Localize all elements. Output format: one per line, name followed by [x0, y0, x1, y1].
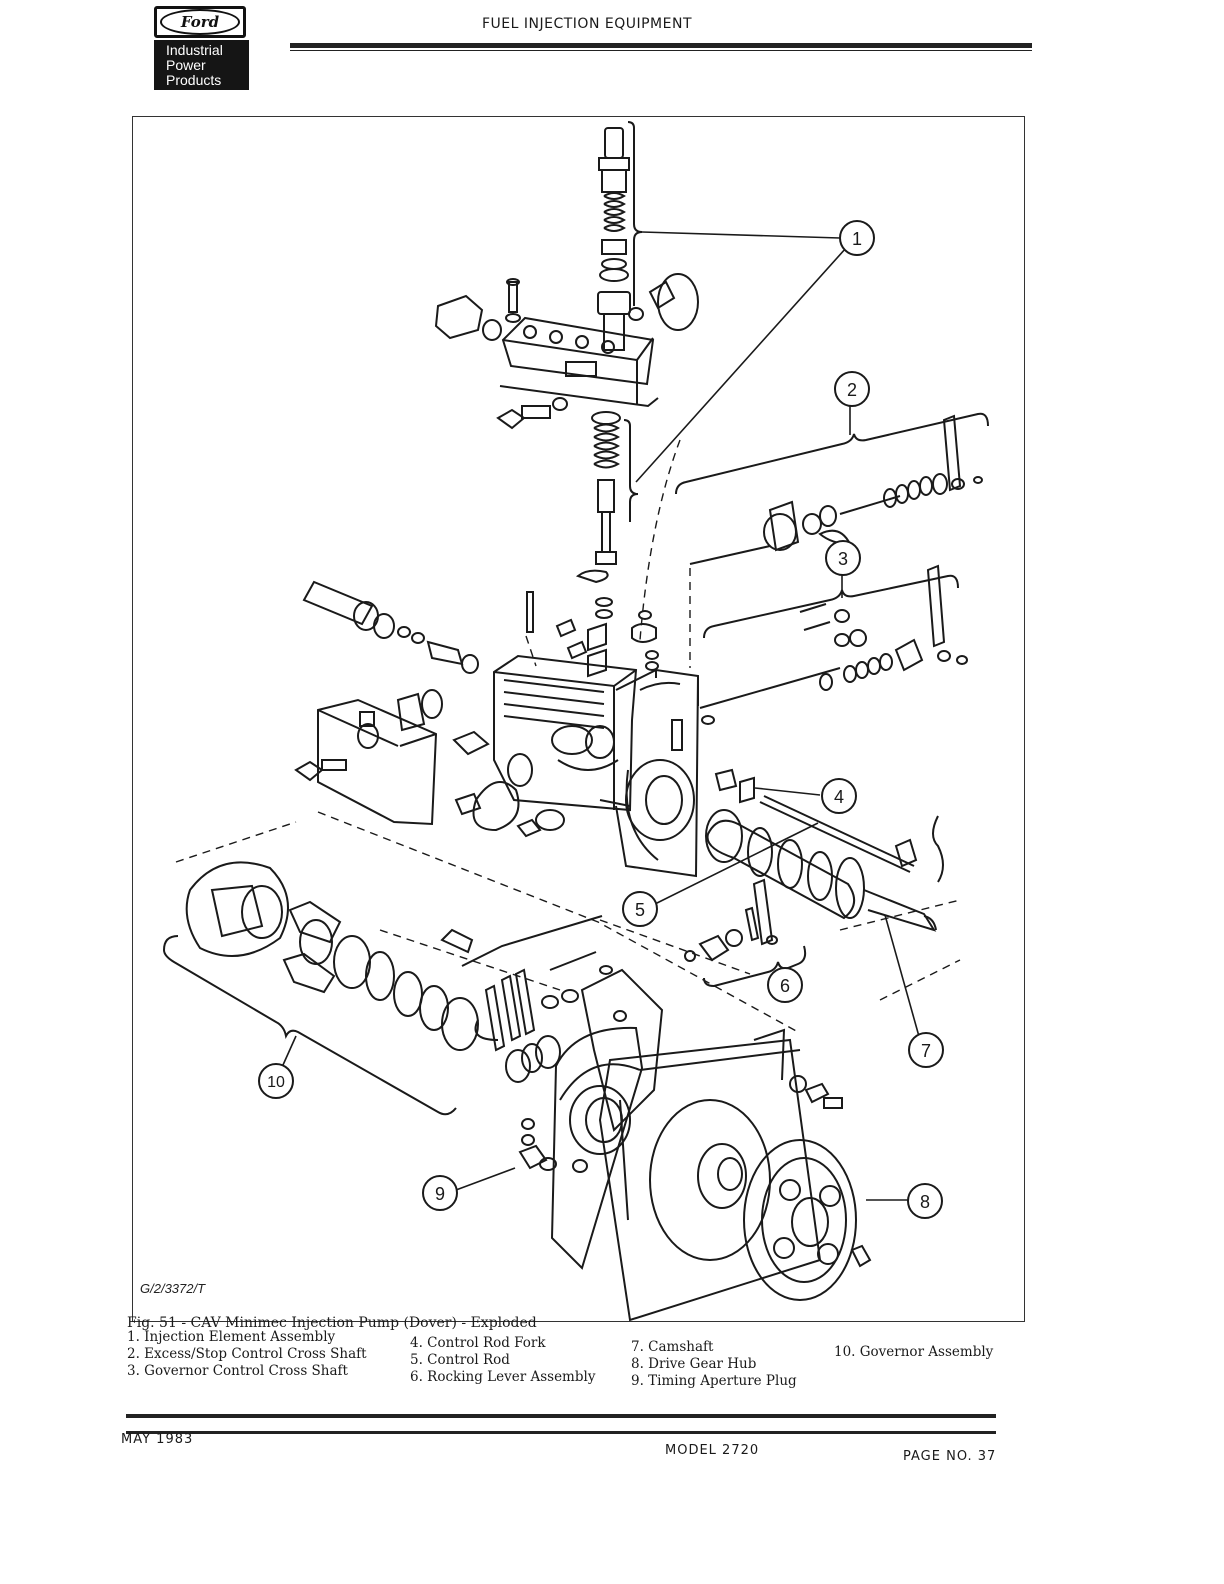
legend-item-3: 3. Governor Control Cross Shaft	[127, 1363, 348, 1379]
legend-item-7: 7. Camshaft	[631, 1339, 714, 1355]
legend-item-10: 10. Governor Assembly	[834, 1344, 994, 1360]
callout-4: 4	[834, 787, 844, 807]
logo-line-3: Products	[166, 72, 222, 88]
industrial-power-products-logo: Industrial Power Products	[154, 40, 249, 90]
logo-line-2: Power	[166, 57, 206, 73]
governor-assembly	[162, 861, 613, 1116]
callout-5: 5	[635, 900, 645, 920]
logo-line-1: Industrial	[166, 42, 223, 58]
legend-item-1: 1. Injection Element Assembly	[127, 1329, 336, 1345]
page-header-title: FUEL INJECTION EQUIPMENT	[482, 16, 693, 32]
callout-9: 9	[435, 1184, 445, 1204]
footer-rule-thin	[126, 1431, 996, 1434]
legend-item-5: 5. Control Rod	[410, 1352, 510, 1368]
footer-date: MAY 1983	[121, 1432, 194, 1447]
callout-circle-5	[622, 891, 658, 927]
injection-element-assembly	[575, 121, 643, 619]
control-rod-and-camshaft	[705, 768, 944, 932]
assembly-centre-lines	[175, 439, 961, 1033]
callout-3: 3	[838, 549, 848, 569]
callout-circle-1	[839, 220, 875, 256]
callout-7: 7	[921, 1041, 931, 1061]
callout-numbers: 1 2 3 4 5 6 7 8 9 10	[267, 229, 931, 1212]
callout-circle-4	[821, 778, 857, 814]
callout-circle-9	[422, 1175, 458, 1211]
pump-small-parts	[294, 580, 659, 838]
footer-rule	[126, 1414, 996, 1418]
legend-column-2: 4. Control Rod Fork 5. Control Rod 6. Ro…	[410, 1335, 595, 1386]
ford-logo-oval: Ford	[160, 9, 240, 35]
pump-body	[493, 654, 700, 878]
pump-head-fittings	[434, 273, 699, 430]
drive-housing	[518, 968, 872, 1322]
footer-model: MODEL 2720	[665, 1443, 760, 1458]
legend-item-4: 4. Control Rod Fork	[410, 1335, 546, 1351]
callout-circle-3	[825, 540, 861, 576]
callout-1: 1	[852, 229, 862, 249]
legend-column-4: 10. Governor Assembly	[834, 1344, 993, 1361]
callout-8: 8	[920, 1192, 930, 1212]
footer-page-number: PAGE NO. 37	[903, 1449, 997, 1464]
callout-circle-8	[907, 1183, 943, 1219]
callout-circle-2	[834, 371, 870, 407]
callout-6: 6	[780, 976, 790, 996]
ford-logo: Ford	[154, 6, 246, 38]
legend-item-2: 2. Excess/Stop Control Cross Shaft	[127, 1346, 367, 1362]
callout-2: 2	[847, 380, 857, 400]
legend-column-1: 1. Injection Element Assembly 2. Excess/…	[127, 1329, 367, 1380]
figure-reference-code: G/2/3372/T	[140, 1281, 206, 1296]
callout-circles	[258, 220, 944, 1219]
figure-frame	[132, 116, 1025, 1322]
legend-item-8: 8. Drive Gear Hub	[631, 1356, 757, 1372]
governor-control-cross-shaft	[699, 564, 968, 725]
callout-circle-6	[767, 967, 803, 1003]
legend-item-6: 6. Rocking Lever Assembly	[410, 1369, 596, 1385]
legend-item-9: 9. Timing Aperture Plug	[631, 1373, 797, 1389]
header-rule-thin	[290, 50, 1032, 51]
callout-circle-7	[908, 1032, 944, 1068]
excess-stop-control-cross-shaft	[675, 412, 989, 565]
legend-column-3: 7. Camshaft 8. Drive Gear Hub 9. Timing …	[631, 1339, 797, 1390]
callout-10: 10	[267, 1074, 285, 1091]
header-rule	[290, 43, 1032, 48]
callout-circle-10	[258, 1063, 294, 1099]
leader-lines	[282, 231, 921, 1201]
rocking-lever-assembly	[684, 878, 807, 988]
figure-caption: Fig. 51 - CAV Minimec Injection Pump (Do…	[127, 1315, 537, 1331]
